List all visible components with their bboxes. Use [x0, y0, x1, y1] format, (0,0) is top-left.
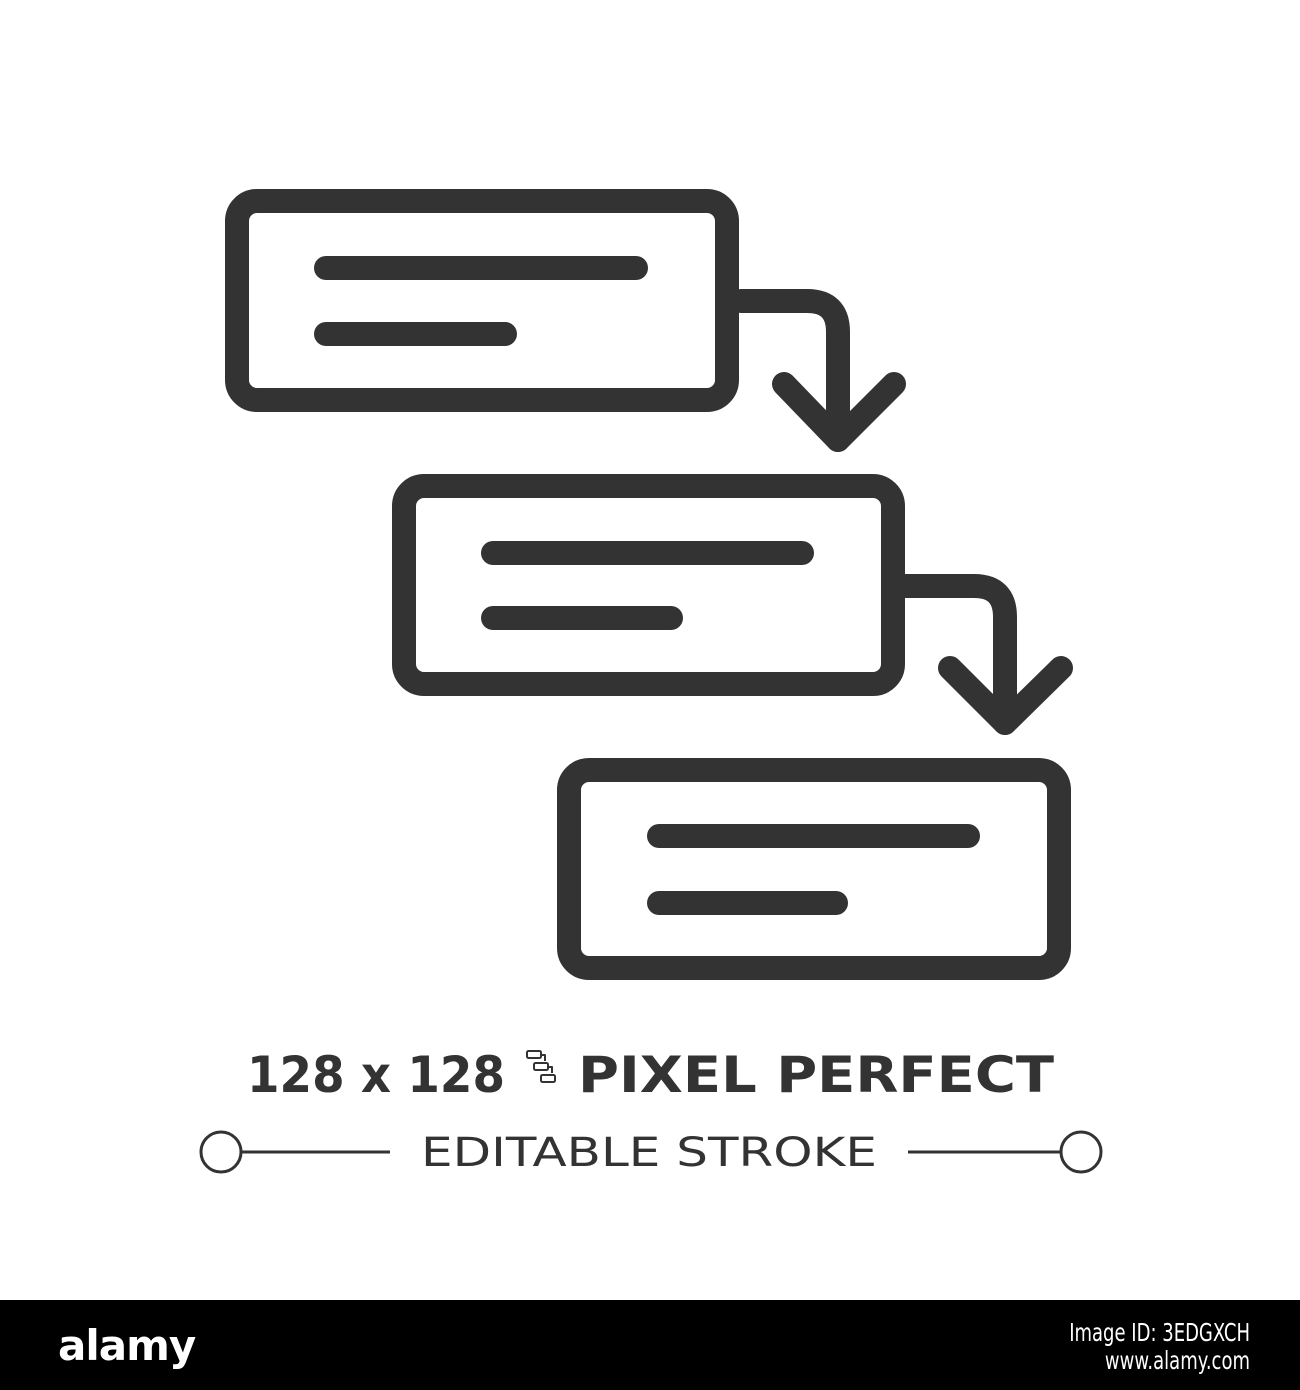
mini-workflow-icon — [526, 1050, 556, 1083]
footer-bar: alamy Image ID: 3EDGXCH www.alamy.com — [0, 1300, 1300, 1390]
cascading-workflow-icon — [225, 189, 1073, 980]
image-id-block: Image ID: 3EDGXCH www.alamy.com — [1069, 1318, 1250, 1376]
arrowhead-icon-2 — [938, 656, 1073, 735]
size-label: 128 x 128 — [247, 1046, 505, 1104]
quality-label: PIXEL PERFECT — [578, 1046, 1054, 1104]
step-box-1 — [225, 189, 739, 412]
step-box-3 — [557, 758, 1071, 980]
caption-title: 128 x 128 PIXEL PERFECT — [247, 1046, 1054, 1104]
stroke-handle-right-icon — [1059, 1130, 1103, 1174]
arrow-down-icon-2 — [894, 574, 1017, 735]
caption-subtitle: EDITABLE STROKE — [199, 1130, 1103, 1176]
step-box-2 — [392, 474, 905, 696]
arrow-down-icon-1 — [729, 289, 850, 452]
stroke-handle-left-icon — [199, 1130, 243, 1174]
arrowhead-icon-1 — [772, 372, 906, 452]
site-url: www.alamy.com — [1104, 1346, 1250, 1376]
stroke-label: EDITABLE STROKE — [421, 1130, 877, 1176]
brand-logo: alamy — [58, 1321, 196, 1370]
image-id-label: Image ID: 3EDGXCH — [1069, 1318, 1250, 1348]
